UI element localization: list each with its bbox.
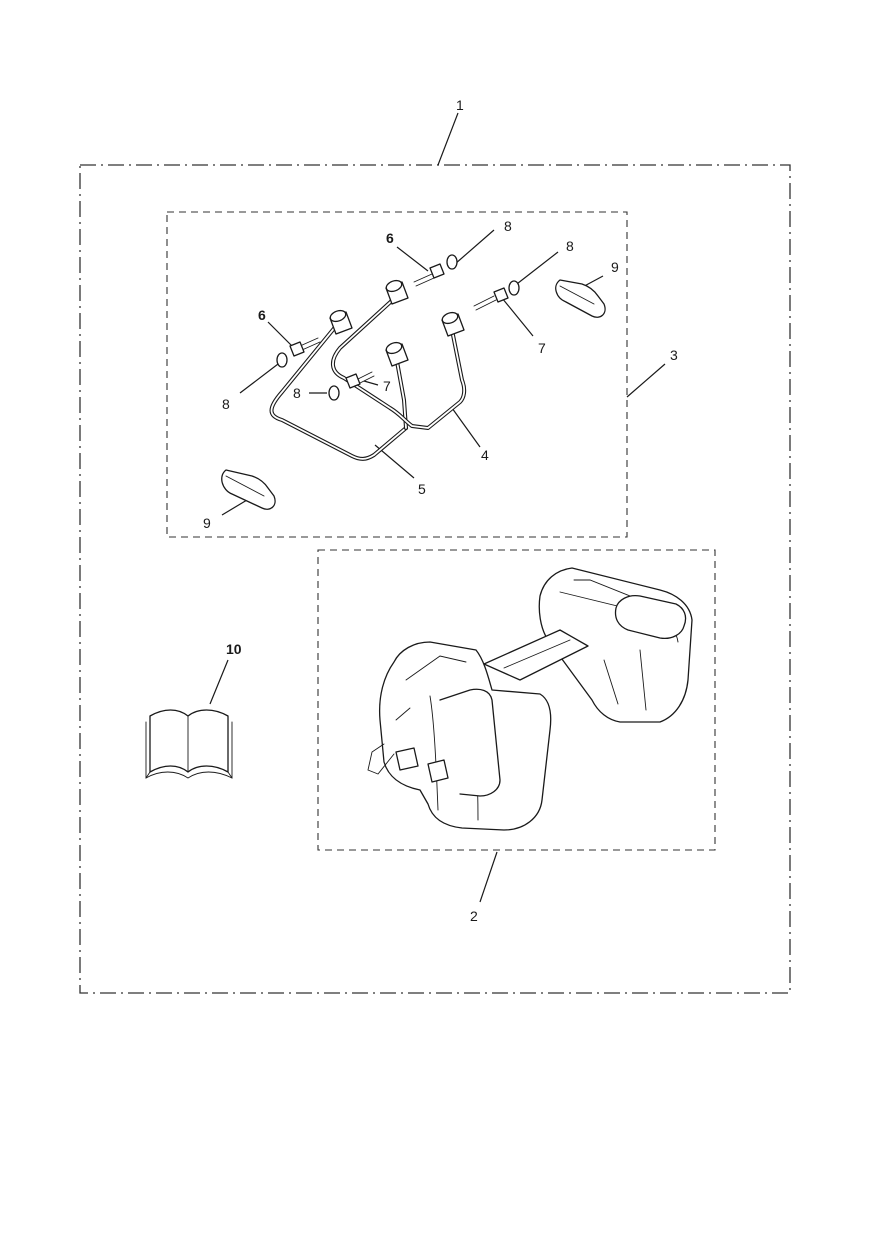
callout-8-center: 8 xyxy=(293,385,301,401)
fitting-kit-boundary xyxy=(166,211,628,538)
callout-7-right: 7 xyxy=(538,340,546,356)
callout-4: 4 xyxy=(481,447,489,463)
callout-9-right: 9 xyxy=(611,259,619,275)
callout-9-left: 9 xyxy=(203,515,211,531)
callout-6-upper: 6 xyxy=(386,230,394,246)
open-book-icon xyxy=(145,709,233,779)
callout-6-left: 6 xyxy=(258,307,266,323)
kit-outer-boundary xyxy=(79,164,791,994)
callout-10: 10 xyxy=(226,641,242,657)
callout-8-upper: 8 xyxy=(504,218,512,234)
callout-7-center: 7 xyxy=(383,378,391,394)
callout-1: 1 xyxy=(456,97,464,113)
pannier-boundary xyxy=(317,549,716,851)
callout-5: 5 xyxy=(418,481,426,497)
callout-3: 3 xyxy=(670,347,678,363)
callout-8-left: 8 xyxy=(222,396,230,412)
mounting-rail-icon xyxy=(269,279,467,461)
washer-icon xyxy=(276,254,520,401)
pad-icon xyxy=(221,279,606,510)
leader-lines xyxy=(209,112,666,903)
callout-2: 2 xyxy=(470,908,478,924)
bolt-icon xyxy=(289,263,509,389)
pannier-bags-icon xyxy=(367,567,693,831)
callout-8-right: 8 xyxy=(566,238,574,254)
